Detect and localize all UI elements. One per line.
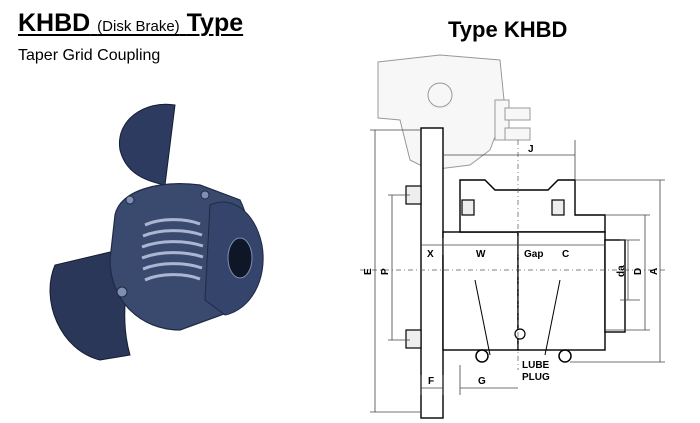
bolt (200, 190, 210, 200)
page-title: KHBD (Disk Brake) Type (18, 8, 243, 42)
dimension-lines (370, 129, 665, 413)
hub-right-drawing (517, 231, 606, 351)
label-lube-2: PLUG (522, 372, 550, 383)
brake-caliper-ghost (377, 54, 531, 171)
lube-plug (514, 328, 526, 340)
hub-right-shaft (604, 239, 626, 333)
diagram-title: Type KHBD (448, 17, 568, 42)
title-suffix: Type (186, 9, 244, 37)
label-P: P (380, 268, 391, 275)
label-E: E (363, 268, 374, 275)
bolt (125, 195, 135, 205)
title-main: KHBD (18, 9, 91, 37)
label-G: G (478, 376, 486, 387)
seal-left (475, 349, 489, 363)
label-lube-1: LUBE (522, 360, 550, 371)
label-X: X (427, 249, 434, 260)
cover (459, 179, 606, 233)
seal-right (558, 349, 572, 363)
hub-bore (227, 237, 253, 279)
cover-bolt-top (461, 199, 475, 216)
label-F: F (428, 376, 434, 387)
brake-disk-top (119, 103, 176, 186)
bolt (116, 286, 128, 298)
page-subtitle: Taper Grid Coupling (18, 47, 161, 64)
label-A: A (649, 268, 660, 275)
cover-bolt-top (551, 199, 565, 216)
label-J: J (528, 144, 534, 155)
label-C: C (562, 249, 569, 260)
brake-disk (420, 127, 444, 419)
label-gap: Gap (524, 249, 543, 260)
grid-springs (141, 218, 204, 282)
title-paren: (Disk Brake) (97, 18, 180, 35)
grid (474, 279, 561, 356)
label-D: D (633, 268, 644, 275)
label-W: W (476, 249, 486, 260)
label-da: da (616, 265, 627, 277)
flange-bolts (405, 329, 422, 349)
